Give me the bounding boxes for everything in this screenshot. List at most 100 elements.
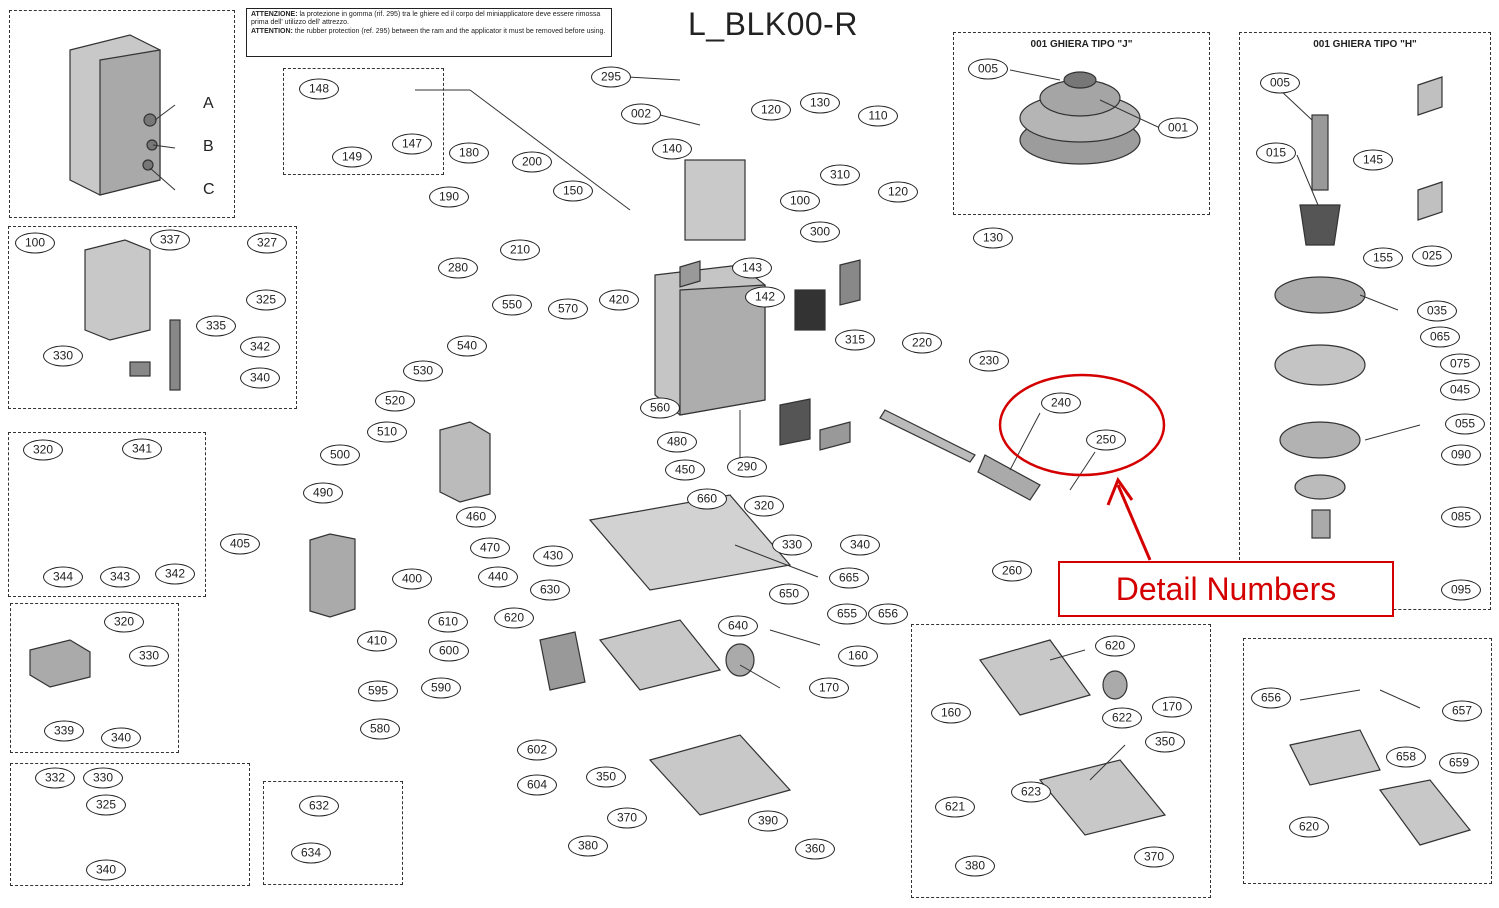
part-number-bubble: 405 (220, 533, 260, 555)
part-number-bubble: 148 (299, 78, 339, 100)
part-number-bubble: 220 (902, 332, 942, 354)
part-number-bubble: 120 (878, 181, 918, 203)
part-number-bubble: 230 (969, 350, 1009, 372)
part-number-bubble: 410 (357, 630, 397, 652)
panel-pin-detail (283, 68, 444, 175)
part-number-bubble: 120 (751, 99, 791, 121)
part-number-bubble: 380 (568, 835, 608, 857)
part-number-bubble: 420 (599, 289, 639, 311)
part-number-bubble: 595 (358, 680, 398, 702)
warning-notice: ATTENZIONE: la protezione in gomma (rif.… (246, 8, 612, 57)
part-number-bubble: 130 (800, 92, 840, 114)
part-number-bubble: 149 (332, 146, 372, 168)
part-number-bubble: 170 (1152, 696, 1192, 718)
part-number-bubble: 160 (838, 645, 878, 667)
part-number-bubble: 460 (456, 506, 496, 528)
part-number-bubble: 339 (44, 720, 84, 742)
part-number-bubble: 001 (1158, 117, 1198, 139)
part-number-bubble: 634 (291, 842, 331, 864)
part-number-bubble: 580 (360, 718, 400, 740)
part-number-bubble: 344 (43, 566, 83, 588)
panel-ghiera-j: 001 GHIERA TIPO "J" (953, 32, 1210, 215)
part-number-bubble: 330 (83, 767, 123, 789)
part-number-bubble: 005 (968, 58, 1008, 80)
part-number-bubble: 500 (320, 444, 360, 466)
part-number-bubble: 550 (492, 294, 532, 316)
part-number-bubble: 640 (718, 615, 758, 637)
part-number-bubble: 658 (1386, 746, 1426, 768)
part-number-bubble: 657 (1442, 700, 1482, 722)
part-number-bubble: 310 (820, 164, 860, 186)
letter-a: A (203, 95, 214, 112)
part-number-bubble: 095 (1441, 579, 1481, 601)
part-number-bubble: 325 (246, 289, 286, 311)
ghiera-h-title: 001 GHIERA TIPO "H" (1313, 39, 1417, 50)
part-number-bubble: 325 (86, 794, 126, 816)
part-number-bubble: 337 (150, 229, 190, 251)
part-number-bubble: 490 (303, 482, 343, 504)
part-number-bubble: 300 (800, 221, 840, 243)
part-number-bubble: 170 (809, 677, 849, 699)
part-number-bubble: 140 (652, 138, 692, 160)
part-number-bubble: 015 (1256, 142, 1296, 164)
part-number-bubble: 650 (769, 583, 809, 605)
part-number-bubble: 240 (1041, 392, 1081, 414)
part-number-bubble: 370 (1134, 846, 1174, 868)
part-number-bubble: 210 (500, 239, 540, 261)
part-number-bubble: 570 (548, 298, 588, 320)
part-number-bubble: 621 (935, 796, 975, 818)
notice-en-text: the rubber protection (ref. 295) between… (294, 27, 606, 35)
part-number-bubble: 250 (1086, 429, 1126, 451)
part-number-bubble: 604 (517, 774, 557, 796)
panel-body-abc (9, 10, 235, 218)
part-number-bubble: 055 (1445, 413, 1485, 435)
panel-spring-detail (263, 781, 403, 885)
part-number-bubble: 085 (1441, 506, 1481, 528)
part-number-bubble: 530 (403, 360, 443, 382)
part-number-bubble: 655 (827, 603, 867, 625)
part-number-bubble: 035 (1417, 300, 1457, 322)
part-number-bubble: 260 (992, 560, 1032, 582)
part-number-bubble: 630 (530, 579, 570, 601)
part-number-bubble: 610 (428, 611, 468, 633)
part-number-bubble: 350 (586, 766, 626, 788)
part-number-bubble: 620 (1289, 816, 1329, 838)
part-number-bubble: 440 (478, 566, 518, 588)
part-number-bubble: 656 (1251, 687, 1291, 709)
part-number-bubble: 045 (1440, 379, 1480, 401)
part-number-bubble: 130 (973, 227, 1013, 249)
panel-block-detail (10, 603, 179, 753)
panel-rail-detail (1243, 638, 1492, 884)
part-number-bubble: 343 (100, 566, 140, 588)
part-number-bubble: 320 (744, 495, 784, 517)
panel-body-assembly (8, 226, 297, 409)
part-number-bubble: 620 (494, 607, 534, 629)
part-number-bubble: 665 (829, 567, 869, 589)
letter-b: B (203, 138, 214, 155)
part-number-bubble: 342 (240, 336, 280, 358)
notice-it-label: ATTENZIONE: (251, 11, 298, 18)
part-number-bubble: 147 (392, 133, 432, 155)
part-number-bubble: 390 (748, 810, 788, 832)
part-number-bubble: 620 (1095, 635, 1135, 657)
part-number-bubble: 632 (299, 795, 339, 817)
part-number-bubble: 341 (122, 438, 162, 460)
letter-c: C (203, 181, 215, 198)
part-number-bubble: 540 (447, 335, 487, 357)
part-number-bubble: 280 (438, 257, 478, 279)
part-number-bubble: 200 (512, 151, 552, 173)
part-number-bubble: 320 (23, 439, 63, 461)
part-number-bubble: 330 (129, 645, 169, 667)
part-number-bubble: 622 (1102, 707, 1142, 729)
ghiera-j-title: 001 GHIERA TIPO "J" (1030, 39, 1133, 50)
part-number-bubble: 100 (780, 190, 820, 212)
part-number-bubble: 602 (517, 739, 557, 761)
part-number-bubble: 510 (367, 421, 407, 443)
part-number-bubble: 659 (1439, 752, 1479, 774)
part-number-bubble: 150 (553, 180, 593, 202)
part-number-bubble: 320 (104, 611, 144, 633)
part-number-bubble: 330 (772, 534, 812, 556)
notice-en-label: ATTENTION: (251, 27, 293, 35)
part-number-bubble: 656 (868, 603, 908, 625)
